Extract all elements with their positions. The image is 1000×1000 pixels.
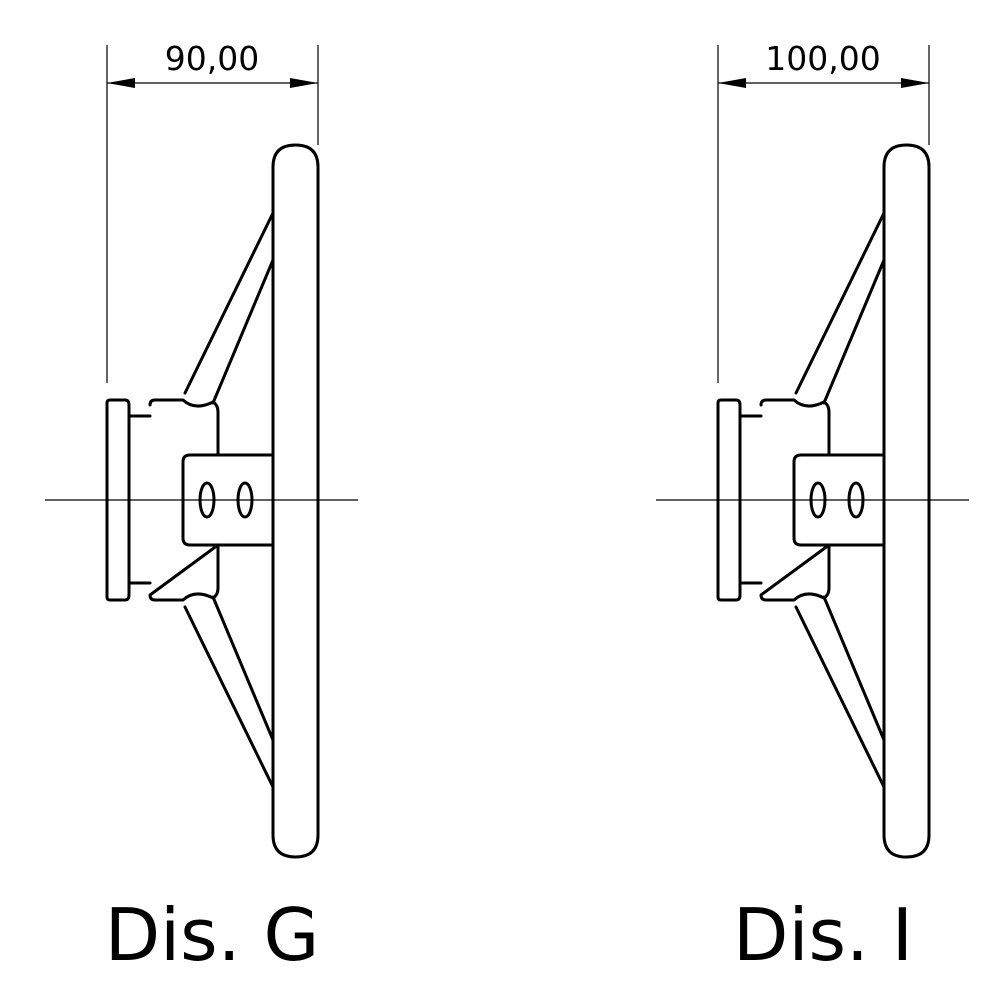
steering-wheel-side-view xyxy=(654,43,971,859)
drawing-i: 100,00 Dis. I xyxy=(654,39,971,977)
dimension-value: 90,00 xyxy=(165,39,259,78)
dimension-value: 100,00 xyxy=(765,39,880,78)
drawing-label: Dis. G xyxy=(105,893,320,977)
steering-wheel-side-view xyxy=(43,43,360,859)
drawing-g: 90,00 Dis. G xyxy=(43,39,360,977)
drawing-label: Dis. I xyxy=(733,893,913,977)
